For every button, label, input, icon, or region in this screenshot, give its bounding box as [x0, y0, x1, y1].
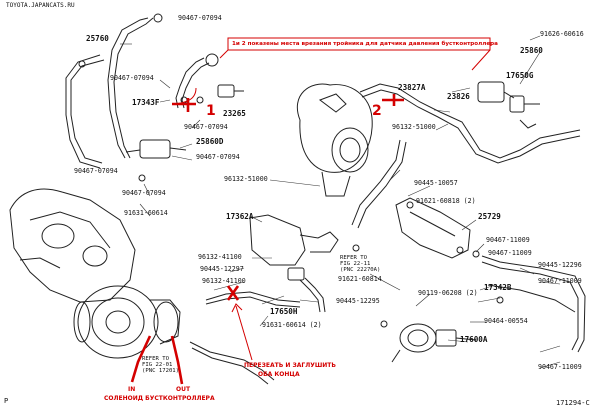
- cut-note-line2: ОБА КОНЦА: [258, 371, 300, 378]
- watermark: TOYOTA.JAPANCATS.RU: [6, 2, 75, 9]
- corner-mark: P: [4, 397, 9, 405]
- part-label[interactable]: 17362A: [226, 212, 254, 221]
- part-label[interactable]: 90467-07094: [196, 153, 240, 161]
- diagram-code: 171294-C: [556, 399, 590, 407]
- marker-2: 2: [372, 103, 382, 119]
- part-label[interactable]: 96132-41100: [202, 277, 246, 285]
- part-label[interactable]: 17650H: [270, 307, 298, 316]
- part-label[interactable]: 90445-12295: [336, 297, 380, 305]
- part-label[interactable]: 90119-06208 (2): [418, 289, 478, 297]
- actuator-17600a: [399, 323, 437, 353]
- part-label[interactable]: 90467-07094: [110, 74, 154, 82]
- part-label[interactable]: 91631-60614 (2): [262, 321, 322, 329]
- part-label[interactable]: 25760: [86, 34, 109, 43]
- hose-25760: [107, 17, 149, 159]
- hose-23826: [359, 83, 581, 159]
- part-label[interactable]: 90445-12297: [200, 265, 244, 273]
- part-label[interactable]: 17343F: [132, 98, 160, 107]
- pipe-17342b: [481, 255, 586, 353]
- part-label[interactable]: 90445-12296: [538, 261, 582, 269]
- refer-note-top: REFER TO FIG 22-11 (PNC 22270A): [340, 255, 381, 273]
- hose-left-loop: [65, 54, 101, 169]
- in-label: IN: [128, 386, 136, 393]
- throttle-body: [296, 83, 373, 173]
- part-label[interactable]: 91621-60814: [338, 275, 382, 283]
- part-label[interactable]: 23827A: [398, 83, 426, 92]
- part-label[interactable]: 25729: [478, 212, 501, 221]
- part-label[interactable]: 23826: [447, 92, 470, 101]
- out-line: [170, 335, 184, 385]
- part-label[interactable]: 90467-11009: [538, 363, 582, 371]
- turbine-housing: [77, 285, 159, 359]
- hose-17650h: [299, 279, 321, 313]
- part-label[interactable]: 90464-00554: [484, 317, 528, 325]
- valve-23265: [217, 84, 235, 98]
- marker-1: 1: [206, 103, 216, 119]
- cut-note-line1: ПЕРЕЗЕАТЬ И ЗАГЛУШИТЬ: [244, 362, 336, 369]
- part-label[interactable]: 90467-07094: [184, 123, 228, 131]
- vsv-25860: [477, 81, 505, 103]
- part-label[interactable]: 91631-60614: [124, 209, 168, 217]
- bracket-25729: [395, 197, 471, 259]
- refer-note-bottom: REFER TO FIG 22-01 (PNC 17201): [142, 356, 180, 374]
- bracket-17362a: [249, 214, 306, 266]
- part-label[interactable]: 17342B: [484, 283, 512, 292]
- hose-center: [351, 139, 401, 226]
- hose-bottom: [189, 341, 275, 381]
- tee-note: 1и 2 показены места врезания тройника дл…: [232, 41, 498, 47]
- part-label[interactable]: 90467-11009: [488, 249, 532, 257]
- part-label[interactable]: 96132-41100: [198, 253, 242, 261]
- part-label[interactable]: 25860: [520, 46, 543, 55]
- part-label[interactable]: 17650G: [506, 71, 534, 80]
- part-label[interactable]: 90467-11009: [486, 236, 530, 244]
- part-label[interactable]: 25860D: [196, 137, 224, 146]
- solenoid-label: СОЛЕНОИД БУСТКОНТРОЛЛЕРА: [104, 395, 215, 402]
- part-label[interactable]: 90467-07094: [122, 189, 166, 197]
- in-line: [130, 335, 152, 383]
- part-label[interactable]: 90467-11009: [538, 277, 582, 285]
- part-label[interactable]: 90445-10057: [414, 179, 458, 187]
- part-label[interactable]: 23265: [223, 109, 246, 118]
- out-label: OUT: [176, 386, 191, 393]
- part-label[interactable]: 96132-51000: [392, 123, 436, 131]
- part-label[interactable]: 91621-60818 (2): [416, 197, 476, 205]
- part-label[interactable]: 90467-07094: [74, 167, 118, 175]
- cut-mark: [226, 285, 240, 301]
- part-label[interactable]: 91626-60616: [540, 30, 584, 38]
- exhaust-manifold: [9, 188, 136, 303]
- part-label[interactable]: 17600A: [460, 335, 488, 344]
- vsv-25860d: [139, 139, 171, 159]
- part-label[interactable]: 96132-51000: [224, 175, 268, 183]
- cut-note-leader: [235, 305, 253, 361]
- note-box: [227, 37, 491, 51]
- part-label[interactable]: 90467-07094: [178, 14, 222, 22]
